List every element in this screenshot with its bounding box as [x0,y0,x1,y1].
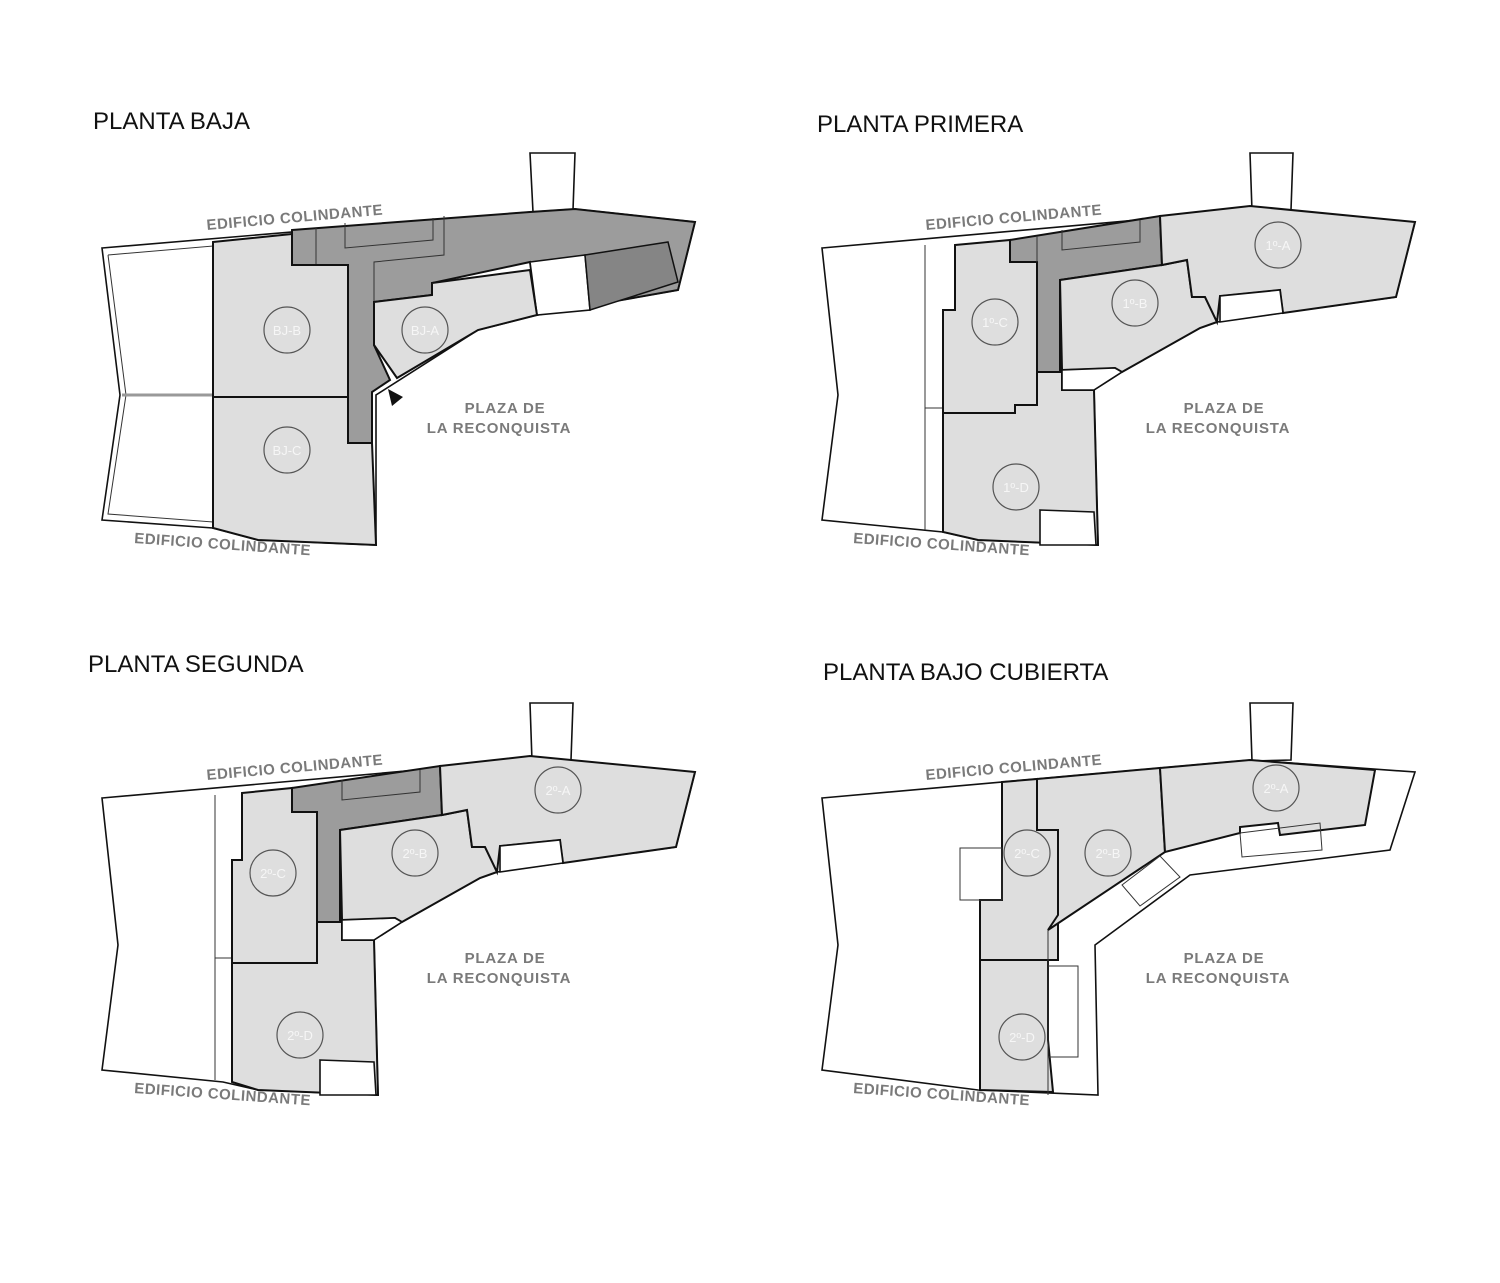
unit-2d [979,959,1055,1094]
unit-marker [1252,764,1300,812]
plaza-label: PLAZA DE [1184,950,1265,967]
unit-label: 2º-B [403,846,428,861]
unit-marker [276,1011,324,1059]
entrance-arrow-icon [388,389,403,406]
unit-marker [1254,221,1302,269]
unit-bj-c [212,396,378,547]
unit-marker [971,298,1019,346]
adjacent-lot-inner-line [107,245,214,523]
plan-shapes [101,702,697,1097]
unit-label: 2º-C [1014,846,1040,861]
chimney [1249,702,1294,762]
white-room [1061,367,1124,391]
unit-marker [401,306,449,354]
plaza-label: LA RECONQUISTA [427,970,572,987]
unit-label: 2º-D [1009,1030,1035,1045]
unit-marker [391,829,439,877]
plan-planta-baja: PLANTA BAJA BJ-A BJ-B BJ-C EDIFICIO COLI… [93,108,697,559]
plaza-label: PLAZA DE [465,400,546,417]
unit-label: 2º-C [260,866,286,881]
service-room [584,241,679,311]
plaza-label: PLAZA DE [1184,400,1265,417]
roof-opening [1121,855,1181,907]
plan-shapes [821,152,1417,547]
plan-title: PLANTA PRIMERA [817,111,1023,138]
white-room [499,839,564,873]
unit-label: 2º-A [546,783,571,798]
unit-label: 2º-B [1096,846,1121,861]
unit-label: 1º-D [1003,480,1029,495]
unit-marker [534,766,582,814]
unit-marker [998,1013,1046,1061]
plan-planta-segunda: PLANTA SEGUNDA 2º-A 2º-B 2º-C 2º-D EDIFI… [88,651,697,1109]
unit-label: 1º-B [1123,296,1148,311]
plaza-label: PLAZA DE [465,950,546,967]
stair-lines [1061,220,1141,251]
plan-title: PLANTA BAJA [93,108,250,135]
unit-label: 2º-D [287,1028,313,1043]
unit-marker [263,306,311,354]
unit-2a [1158,758,1377,854]
plaza-label: LA RECONQUISTA [427,420,572,437]
unit-label: BJ-A [411,323,440,338]
white-room [319,1059,377,1096]
roof-opening [959,847,1003,901]
unit-label: BJ-C [273,443,302,458]
unit-label: 2º-A [1264,781,1289,796]
plan-title: PLANTA SEGUNDA [88,651,304,678]
white-room [1219,289,1284,323]
chimney [1249,152,1294,212]
stair-lines [344,218,434,249]
plan-title: PLANTA BAJO CUBIERTA [823,659,1108,686]
unit-label: BJ-B [273,323,301,338]
plaza-label: LA RECONQUISTA [1146,420,1291,437]
unit-marker [1003,829,1051,877]
white-room [341,917,404,941]
plan-planta-primera: PLANTA PRIMERA 1º-A 1º-B 1º-C 1º-D EDIFI… [817,111,1417,559]
plaza-label: LA RECONQUISTA [1146,970,1291,987]
chimney [529,702,574,762]
unit-label: 1º-C [982,315,1008,330]
white-room [1039,509,1097,546]
roof-opening [1047,965,1079,1058]
unit-marker [263,426,311,474]
chimney [529,152,576,213]
unit-label: 1º-A [1266,238,1291,253]
unit-marker [992,463,1040,511]
plan-planta-bajo-cubierta: PLANTA BAJO CUBIERTA 2º-A 2º-B 2º-C 2º-D… [821,659,1417,1109]
white-room [529,254,591,316]
stair-lines [341,770,421,801]
roof-opening [1239,822,1323,858]
unit-marker [249,849,297,897]
unit-marker [1084,829,1132,877]
stair-lines [373,216,445,302]
unit-marker [1111,279,1159,327]
